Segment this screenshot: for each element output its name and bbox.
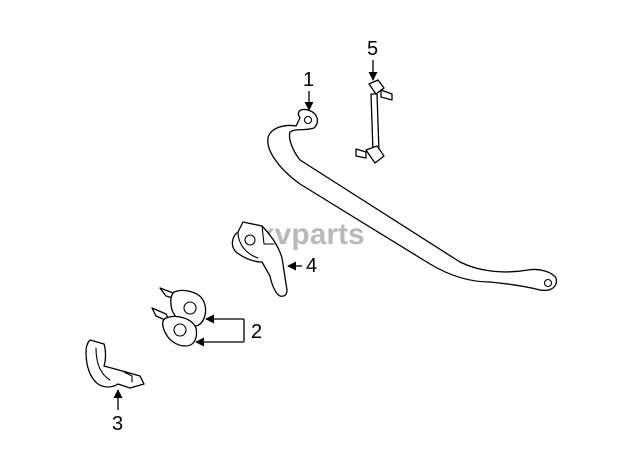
callout-label-3: 3 [112, 413, 123, 435]
bracket-4-hole [244, 234, 256, 246]
mounting-bracket-upper[interactable] [231, 221, 288, 297]
mounting-bracket-lower[interactable] [85, 339, 145, 389]
bushing-lower-hole [173, 323, 187, 337]
callout-2: 2 [195, 314, 262, 347]
callout-label-1: 1 [303, 69, 314, 91]
callout-1: 1 [303, 69, 314, 111]
callout-5: 5 [367, 38, 378, 81]
stabilizer-link[interactable] [355, 79, 393, 164]
callout-3: 3 [112, 389, 123, 435]
callout-label-2: 2 [251, 321, 262, 343]
stabilizer-bar[interactable] [267, 108, 558, 292]
callout-label-5: 5 [367, 38, 378, 60]
bar-end-hole [543, 278, 553, 288]
callout-label-4: 4 [306, 255, 317, 277]
callout-4: 4 [287, 255, 317, 277]
bushing-upper-hole [183, 301, 197, 315]
bushings[interactable] [151, 287, 207, 347]
bar-mount-hole [303, 115, 313, 125]
